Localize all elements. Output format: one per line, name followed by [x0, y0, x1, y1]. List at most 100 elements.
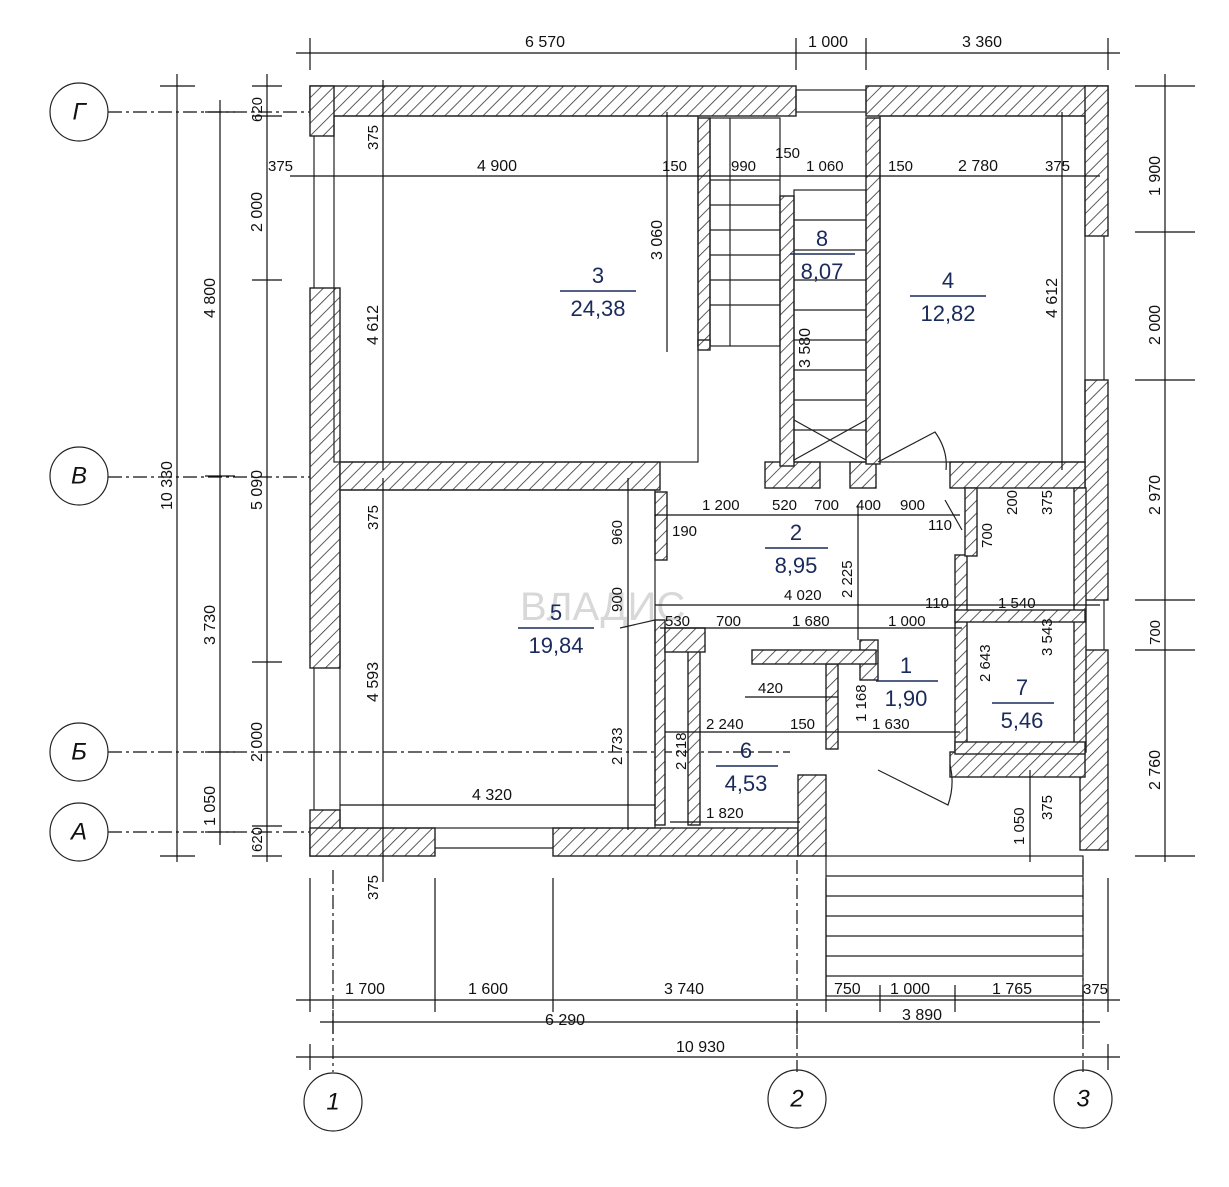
dim-int-v375-bl: 375: [365, 875, 382, 900]
dim-int-v190: 190: [672, 523, 697, 540]
room-3-area: 24,38: [570, 296, 625, 321]
dim-int-v2733: 2 733: [609, 727, 626, 765]
dim-int-top-1: 375: [268, 158, 293, 175]
dim-int-v375-right: 375: [1039, 490, 1056, 515]
dim-int-stair-3580: 3 580: [797, 328, 814, 368]
room-8-number: 8: [816, 226, 828, 251]
dim-int-row530-3: 1 680: [792, 613, 830, 630]
dim-int-row2240-3: 1 630: [872, 716, 910, 733]
axis-g-bubble: Г: [49, 82, 109, 142]
axis-a-bubble: А: [49, 802, 109, 862]
dim-int-hall-5: 900: [900, 497, 925, 514]
dim-int-top-7: 150: [888, 158, 913, 175]
dim-bottom-row2-1: 6 290: [545, 1012, 585, 1029]
room-5-area: 19,84: [528, 633, 583, 658]
room-8: 8 8,07: [790, 226, 855, 284]
axis-b-bubble: Б: [49, 722, 109, 782]
axis-1-label: 1: [326, 1089, 339, 1116]
room-6-area: 4,53: [725, 771, 768, 796]
axis-g-label: Г: [72, 99, 87, 126]
dim-bottom-7: 375: [1083, 981, 1108, 998]
dim-bottom-3: 3 740: [664, 981, 704, 998]
dim-int-stair-3060: 3 060: [649, 220, 666, 260]
room-1: 1 1,90: [876, 653, 938, 711]
dims-bottom: 1 700 1 600 3 740 750 1 000 1 765 375 6 …: [296, 878, 1120, 1070]
dim-top-3: 3 360: [962, 34, 1002, 51]
room-5-number: 5: [550, 600, 562, 625]
room-1-number: 1: [900, 653, 912, 678]
dim-top-1: 6 570: [525, 34, 565, 51]
dim-int-r4-height: 4 612: [1044, 278, 1061, 318]
room-3-number: 3: [592, 263, 604, 288]
room-4: 4 12,82: [910, 268, 986, 326]
dim-int-v1050: 1 050: [1011, 807, 1028, 845]
dim-int-r5-height: 4 593: [365, 662, 382, 702]
dim-int-h4320: 4 320: [472, 787, 512, 804]
dim-int-v375-top: 375: [365, 125, 382, 150]
dim-bottom-4: 750: [834, 981, 861, 998]
room-7-number: 7: [1016, 675, 1028, 700]
dim-bottom-1: 1 700: [345, 981, 385, 998]
room-6-number: 6: [740, 738, 752, 763]
dim-int-top-8: 2 780: [958, 158, 998, 175]
dim-right-5: 2 760: [1147, 750, 1164, 790]
dim-left-inner-4: 2 000: [249, 722, 266, 762]
dim-int-row530-4: 1 000: [888, 613, 926, 630]
dim-int-hall-1: 1 200: [702, 497, 740, 514]
dim-int-row2240-2: 150: [790, 716, 815, 733]
dim-right-2: 2 000: [1147, 305, 1164, 345]
axis-b-label: Б: [71, 739, 87, 766]
walls: [309, 85, 1109, 857]
axis-v-label: В: [71, 463, 87, 490]
room-6: 6 4,53: [716, 738, 778, 796]
dim-int-v900: 900: [609, 587, 626, 612]
dim-bottom-2: 1 600: [468, 981, 508, 998]
room-7-area: 5,46: [1001, 708, 1044, 733]
dim-right-1: 1 900: [1147, 156, 1164, 196]
dim-int-top-3: 150: [662, 158, 687, 175]
dim-left-mid-1: 4 800: [202, 278, 219, 318]
room-8-area: 8,07: [801, 259, 844, 284]
room-4-number: 4: [942, 268, 954, 293]
dim-int-v2225: 2 225: [839, 560, 856, 598]
room-1-area: 1,90: [885, 686, 928, 711]
axis-v-bubble: В: [49, 446, 109, 506]
dim-int-top-2: 4 900: [477, 158, 517, 175]
axis-2-bubble: 2: [767, 1069, 827, 1129]
dim-int-hall-4: 400: [856, 497, 881, 514]
room-2-area: 8,95: [775, 553, 818, 578]
dim-int-v2643: 2 643: [977, 644, 994, 682]
dim-int-v200: 200: [1004, 490, 1021, 515]
dim-int-v700: 700: [979, 523, 996, 548]
stairs-interior: [709, 117, 867, 463]
dim-int-h1820: 1 820: [706, 805, 744, 822]
dim-int-v375-br: 375: [1039, 795, 1056, 820]
dim-left-inner-2: 2 000: [249, 192, 266, 232]
dim-top-2: 1 000: [808, 34, 848, 51]
axis-a-label: А: [69, 819, 87, 846]
dim-left-inner-1: 620: [249, 97, 266, 122]
dim-right-4: 700: [1147, 620, 1164, 645]
dim-int-hall-2: 520: [772, 497, 797, 514]
dim-bottom-row2-2: 3 890: [902, 1007, 942, 1024]
dim-int-h420: 420: [758, 680, 783, 697]
dim-int-v375-mid: 375: [365, 505, 382, 530]
dim-int-row2240-1: 2 240: [706, 716, 744, 733]
dim-bottom-5: 1 000: [890, 981, 930, 998]
dim-bottom-6: 1 765: [992, 981, 1032, 998]
dim-int-top-9: 375: [1045, 158, 1070, 175]
dims-right: 1 900 2 000 2 970 700 2 760: [1135, 74, 1195, 862]
dim-right-3: 2 970: [1147, 475, 1164, 515]
dim-left-outer: 10 330: [159, 461, 176, 510]
dim-int-h1540: 1 540: [998, 595, 1036, 612]
dim-int-row530-1: 530: [665, 613, 690, 630]
stairs-exterior: [825, 855, 1084, 997]
room-2: 2 8,95: [765, 520, 828, 578]
room-7: 7 5,46: [992, 675, 1054, 733]
dim-bottom-total: 10 930: [676, 1039, 725, 1056]
dim-int-v110b: 110: [925, 595, 949, 612]
dims-left: 10 330 4 800 3 730 1 050 620 2 000 5 090…: [159, 74, 282, 862]
room-3: 3 24,38: [560, 263, 636, 321]
room-2-number: 2: [790, 520, 802, 545]
